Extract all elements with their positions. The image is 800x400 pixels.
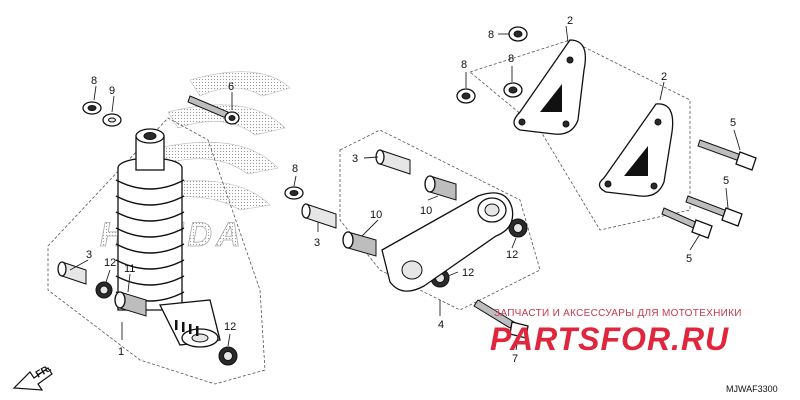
callout-2-b: 2	[661, 71, 667, 83]
bracket-2-right	[598, 103, 674, 197]
nut-8-right-a	[456, 88, 476, 104]
callout-12-d: 12	[462, 267, 474, 279]
bolt-5-middle	[685, 195, 743, 227]
bolt-6	[187, 95, 240, 125]
callout-8-c: 8	[488, 29, 494, 41]
front-direction-arrow: FR.	[12, 363, 54, 391]
nut-8-middle	[284, 186, 304, 200]
callout-11: 11	[124, 263, 135, 275]
seal-12-link-right	[508, 218, 528, 238]
watermark-logo: PARTSFOR.RU	[490, 321, 729, 357]
callout-12-b: 12	[224, 321, 236, 333]
bolt-5-lower	[661, 207, 713, 239]
shock-assembly-outline	[47, 117, 266, 385]
callout-5-b: 5	[723, 175, 729, 187]
callout-10-b: 10	[420, 205, 432, 217]
nut-8-top-right	[508, 26, 528, 42]
callout-7: 7	[512, 353, 518, 365]
callout-8-d: 8	[461, 59, 467, 71]
callout-5-c: 5	[686, 253, 692, 265]
front-direction-label: FR.	[34, 363, 54, 381]
callout-10-a: 10	[370, 209, 382, 221]
bolt-5-upper	[697, 139, 757, 171]
callout-9: 9	[109, 85, 115, 97]
callout-2-a: 2	[567, 15, 573, 27]
link-assembly-outline	[339, 129, 541, 311]
callout-5-a: 5	[730, 117, 736, 129]
bracket-2-left	[513, 39, 587, 135]
seal-12-left	[95, 281, 113, 299]
nut-8-left	[82, 101, 102, 115]
nut-8-right-b	[503, 82, 523, 98]
bearing-11	[114, 291, 147, 317]
bearing-10-right	[424, 175, 457, 201]
callout-1: 1	[118, 346, 124, 358]
collar-3-middle	[301, 203, 337, 229]
callout-8-e: 8	[508, 53, 514, 65]
collar-3-left	[57, 261, 87, 285]
bolt-7	[473, 299, 529, 339]
callout-12-c: 12	[506, 249, 518, 261]
callouts: 1 2 2 3 3 3 4 5 5 5 6 7 8 8 8 8 8 9 10 1…	[86, 15, 736, 365]
collar-3-upper	[375, 149, 411, 175]
callout-3-c: 3	[352, 153, 358, 165]
callout-3-a: 3	[86, 249, 92, 261]
diagram-code: MJWAF3300	[726, 384, 778, 394]
callout-12-a: 12	[104, 257, 116, 269]
callout-8-b: 8	[292, 163, 298, 175]
suspension-link	[381, 192, 514, 292]
callout-8-a: 8	[91, 75, 97, 87]
watermark-tagline: ЗАПЧАСТИ И АКСЕССУАРЫ ДЛЯ МОТОТЕХНИКИ	[494, 308, 742, 319]
bearing-10-left	[342, 231, 377, 257]
callout-6: 6	[228, 81, 234, 93]
washer-9	[102, 113, 122, 127]
seal-12-lower	[218, 346, 238, 366]
callout-3-b: 3	[314, 237, 320, 249]
rear-shock-absorber	[115, 128, 221, 348]
callout-4: 4	[438, 319, 444, 331]
leader-lines	[69, 25, 741, 351]
